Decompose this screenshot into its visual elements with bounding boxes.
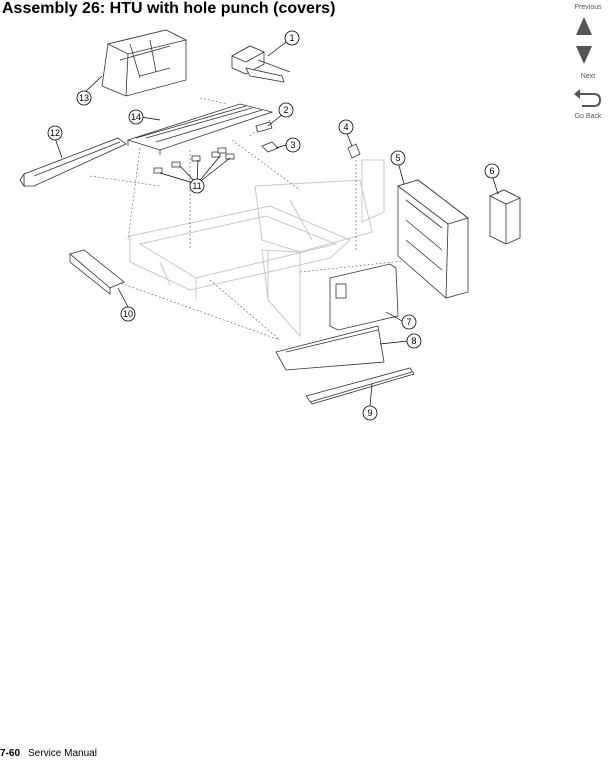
callout-13: 13	[76, 90, 92, 106]
part-13-rear-cover	[101, 29, 188, 97]
svg-text:6: 6	[489, 166, 494, 176]
callout-3: 3	[285, 137, 301, 153]
part-5-front-cover	[397, 179, 469, 299]
svg-text:8: 8	[411, 336, 416, 346]
svg-text:4: 4	[343, 122, 348, 132]
svg-text:7: 7	[406, 317, 411, 327]
part-2-spring	[255, 121, 273, 133]
part-7-door-panel	[329, 263, 399, 331]
svg-text:1: 1	[289, 33, 294, 43]
go-back-button[interactable]: Go Back	[568, 88, 608, 120]
callout-1: 1	[284, 30, 300, 46]
svg-text:5: 5	[395, 153, 400, 163]
triangle-up-icon	[576, 17, 592, 35]
manual-label: Service Manual	[28, 748, 97, 759]
svg-text:12: 12	[50, 128, 60, 138]
previous-button[interactable]: Previous	[568, 4, 608, 44]
callout-5: 5	[390, 150, 406, 166]
svg-text:2: 2	[283, 105, 288, 115]
callout-10: 10	[120, 306, 136, 322]
part-9-bottom-rail	[305, 367, 415, 405]
part-1-bracket	[231, 45, 291, 83]
return-arrow-icon	[574, 89, 602, 107]
part-10-tray-cover	[69, 249, 125, 295]
callout-7: 7	[401, 314, 417, 330]
callout-8: 8	[406, 333, 422, 349]
part-3-pad	[261, 141, 279, 153]
svg-text:10: 10	[123, 309, 133, 319]
callout-4: 4	[338, 119, 354, 135]
next-button[interactable]: Next	[568, 44, 608, 80]
assembly-guide-lines	[89, 97, 413, 341]
page-footer: 7-60 Service Manual	[0, 748, 97, 759]
part-12-side-rail	[19, 137, 127, 188]
callout-14: 14	[128, 109, 144, 125]
svg-text:14: 14	[131, 112, 141, 122]
svg-text:11: 11	[192, 181, 201, 191]
navigation-panel: Previous Next Go Back	[568, 0, 608, 130]
svg-text:9: 9	[367, 408, 372, 418]
previous-label: Previous	[574, 4, 602, 11]
callout-11: 11	[189, 178, 205, 194]
svg-text:13: 13	[79, 93, 89, 103]
htu-frame-ghost	[129, 159, 385, 338]
callout-2: 2	[278, 102, 294, 118]
callout-9: 9	[362, 405, 378, 421]
part-4-bracket	[347, 143, 361, 159]
callout-12: 12	[47, 125, 63, 141]
go-back-label: Go Back	[574, 113, 602, 120]
callout-6: 6	[484, 163, 500, 179]
exploded-parts-diagram: 1 2 3 4 5 6 7 8 9 10 11 12 13 14	[19, 29, 521, 421]
part-14-top-plate	[126, 103, 274, 155]
part-8-lower-panel	[275, 325, 385, 371]
part-11-clips	[153, 147, 235, 174]
next-label: Next	[580, 73, 596, 80]
part-6-side-cover	[489, 189, 521, 245]
svg-text:3: 3	[290, 140, 295, 150]
page-number: 7-60	[0, 748, 21, 759]
page-title: Assembly 26: HTU with hole punch (covers…	[2, 0, 336, 17]
triangle-down-icon	[576, 46, 592, 64]
